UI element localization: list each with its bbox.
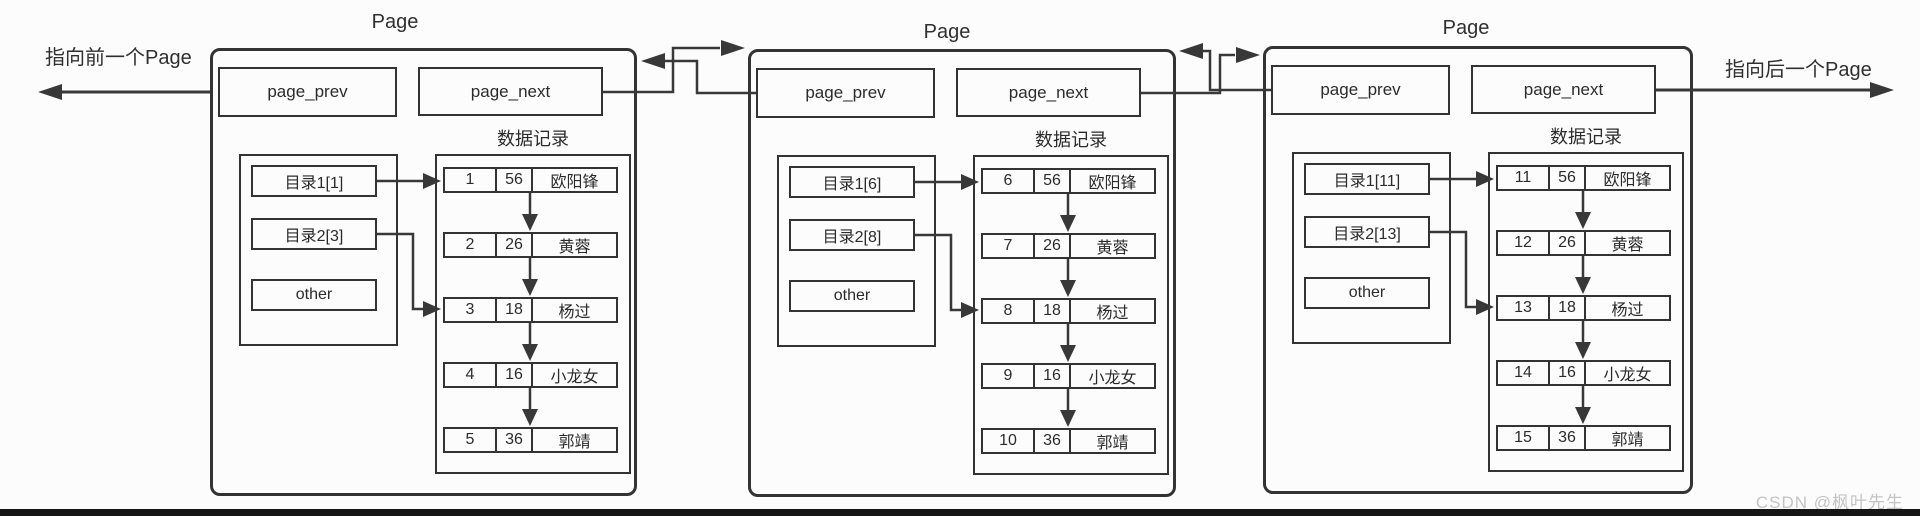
record-id-cell: 6 <box>1003 172 1013 189</box>
record-id-cell: 2 <box>465 236 475 253</box>
record-row: 14 16 小龙女 <box>1496 360 1671 386</box>
watermark: CSDN @枫叶先生 <box>1755 493 1904 512</box>
record-id-cell: 14 <box>1514 364 1532 381</box>
record-id-cell: 3 <box>465 301 475 318</box>
record-row: 11 56 欧阳锋 <box>1496 165 1671 191</box>
record-age-cell: 26 <box>1033 235 1071 257</box>
record-id-cell: 1 <box>465 171 475 188</box>
record-row: 12 26 黄蓉 <box>1496 230 1671 256</box>
record-name-cell: 杨过 <box>1096 305 1129 322</box>
record-row: 4 16 小龙女 <box>443 362 618 388</box>
record-name-cell: 杨过 <box>558 304 591 321</box>
record-id-cell: 9 <box>1003 367 1013 384</box>
record-age-cell: 36 <box>1548 427 1586 449</box>
record-age-cell: 16 <box>1033 365 1071 387</box>
directory-item: 目录1[1] <box>251 165 377 197</box>
next-page-label: 指向后一个Page <box>1725 59 1872 81</box>
record-name-cell: 黄蓉 <box>1096 240 1129 257</box>
record-name-cell: 小龙女 <box>550 369 599 386</box>
data-records-label: 数据记录 <box>1035 130 1107 150</box>
directory-item: other <box>1304 277 1430 309</box>
record-age-cell: 16 <box>1548 362 1586 384</box>
record-age-cell: 56 <box>1548 167 1586 189</box>
record-age-cell: 16 <box>495 364 533 386</box>
page-next-box: page_next <box>956 68 1141 117</box>
page-prev-box: page_prev <box>218 67 397 117</box>
record-name-cell: 杨过 <box>1611 302 1644 319</box>
page-prev-box: page_prev <box>1271 65 1450 115</box>
record-age-cell: 26 <box>495 234 533 256</box>
record-id-cell: 11 <box>1514 169 1532 186</box>
directory-item: other <box>789 280 915 312</box>
prev-page-label: 指向前一个Page <box>45 47 192 69</box>
directory-item: other <box>251 279 377 311</box>
record-name-cell: 郭靖 <box>1611 432 1644 449</box>
record-row: 5 36 郭靖 <box>443 427 618 453</box>
page-next-box: page_next <box>418 67 603 116</box>
record-name-cell: 小龙女 <box>1088 370 1137 387</box>
record-name-cell: 欧阳锋 <box>550 174 599 191</box>
page-1-title: Page <box>371 11 419 33</box>
directory-item: 目录2[8] <box>789 219 915 251</box>
page-3-title: Page <box>1442 17 1490 39</box>
record-age-cell: 56 <box>495 169 533 191</box>
page-2-title: Page <box>923 21 971 43</box>
record-name-cell: 黄蓉 <box>1611 237 1644 254</box>
record-id-cell: 7 <box>1003 237 1013 254</box>
record-id-cell: 12 <box>1514 234 1532 251</box>
record-id-cell: 5 <box>465 431 475 448</box>
record-age-cell: 18 <box>1033 300 1071 322</box>
record-row: 13 18 杨过 <box>1496 295 1671 321</box>
record-id-cell: 8 <box>1003 302 1013 319</box>
record-age-cell: 26 <box>1548 232 1586 254</box>
prev-page-arrow <box>38 84 210 100</box>
record-row: 6 56 欧阳锋 <box>981 168 1156 194</box>
record-id-cell: 13 <box>1514 299 1532 316</box>
data-records-label: 数据记录 <box>1550 127 1622 147</box>
record-row: 8 18 杨过 <box>981 298 1156 324</box>
record-row: 3 18 杨过 <box>443 297 618 323</box>
record-age-cell: 18 <box>1548 297 1586 319</box>
record-row: 2 26 黄蓉 <box>443 232 618 258</box>
record-age-cell: 36 <box>1033 430 1071 452</box>
record-row: 15 36 郭靖 <box>1496 425 1671 451</box>
page-next-box: page_next <box>1471 65 1656 114</box>
page-2: page_prev page_next 数据记录 目录1[6] 目录2[8] o… <box>748 49 1176 497</box>
record-row: 9 16 小龙女 <box>981 363 1156 389</box>
directory-item: 目录1[11] <box>1304 163 1430 195</box>
record-name-cell: 郭靖 <box>1096 435 1129 452</box>
record-row: 1 56 欧阳锋 <box>443 167 618 193</box>
record-row: 10 36 郭靖 <box>981 428 1156 454</box>
record-id-cell: 4 <box>465 366 475 383</box>
bottom-bar <box>0 509 1920 516</box>
record-row: 7 26 黄蓉 <box>981 233 1156 259</box>
record-age-cell: 18 <box>495 299 533 321</box>
record-name-cell: 欧阳锋 <box>1603 172 1652 189</box>
prev-link-arrow-page3-page2 <box>1179 43 1271 92</box>
directory-item: 目录2[3] <box>251 218 377 250</box>
record-name-cell: 郭靖 <box>558 434 591 451</box>
directory-item: 目录1[6] <box>789 166 915 198</box>
directory-item: 目录2[13] <box>1304 216 1430 248</box>
prev-link-arrow-page2-page1 <box>641 53 756 95</box>
record-name-cell: 黄蓉 <box>558 239 591 256</box>
record-age-cell: 56 <box>1033 170 1071 192</box>
record-id-cell: 10 <box>999 432 1017 449</box>
page-1: page_prev page_next 数据记录 目录1[1] 目录2[3] o… <box>210 48 637 496</box>
page-3: page_prev page_next 数据记录 目录1[11] 目录2[13]… <box>1263 46 1693 494</box>
record-id-cell: 15 <box>1514 429 1532 446</box>
data-records-label: 数据记录 <box>497 129 569 149</box>
record-name-cell: 小龙女 <box>1603 367 1652 384</box>
page-prev-box: page_prev <box>756 68 935 118</box>
record-age-cell: 36 <box>495 429 533 451</box>
record-name-cell: 欧阳锋 <box>1088 175 1137 192</box>
